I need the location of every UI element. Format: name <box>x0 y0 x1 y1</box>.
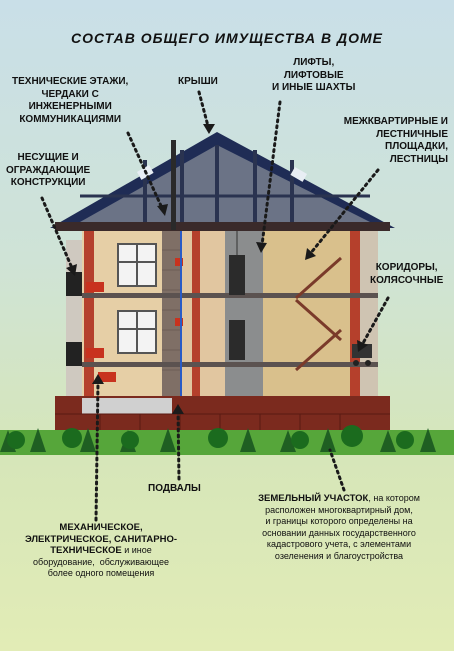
label-tech-floors: ТЕХНИЧЕСКИЕ ЭТАЖИ, ЧЕРДАКИ С ИНЖЕНЕРНЫМИ… <box>12 76 129 125</box>
page-title: СОСТАВ ОБЩЕГО ИМУЩЕСТВА В ДОМЕ <box>71 30 383 46</box>
label-equipment-bold: МЕХАНИЧЕСКОЕ, ЭЛЕКТРИЧЕСКОЕ, САНИТАРНО- … <box>24 522 178 556</box>
label-lifts: ЛИФТЫ, ЛИФТОВЫЕ И ИНЫЕ ШАХТЫ <box>272 57 356 93</box>
attic <box>80 145 370 222</box>
label-walls: НЕСУЩИЕ И ОГРАЖДАЮЩИЕ КОНСТРУКЦИИ <box>6 152 91 188</box>
label-land-bold: ЗЕМЕЛЬНЫЙ УЧАСТОК <box>258 493 369 504</box>
label-corridors: КОРИДОРЫ, КОЛЯСОЧНЫЕ <box>370 262 444 286</box>
label-land: ЗЕМЕЛЬНЫЙ УЧАСТОК, на котором расположен… <box>228 493 450 562</box>
label-basements: ПОДВАЛЫ <box>148 483 201 494</box>
label-roofs: КРЫШИ <box>178 76 218 87</box>
label-equipment: МЕХАНИЧЕСКОЕ, ЭЛЕКТРИЧЕСКОЕ, САНИТАРНО- … <box>6 522 196 580</box>
label-land-rest: , на котором расположен многоквартирный … <box>262 493 420 561</box>
label-equipment-rest: и иное оборудование, обслуживающее более… <box>33 545 169 578</box>
label-stairs: МЕЖКВАРТИРНЫЕ И ЛЕСТНИЧНЫЕ ПЛОЩАДКИ, ЛЕС… <box>343 116 448 165</box>
